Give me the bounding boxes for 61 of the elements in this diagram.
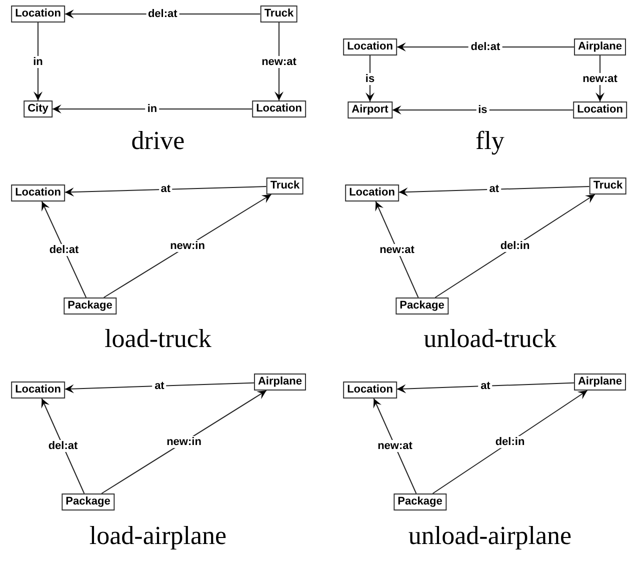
arrow	[375, 201, 419, 298]
edge-label: is	[363, 72, 377, 84]
edge-label: del:at	[47, 244, 81, 256]
arrow	[373, 398, 417, 494]
arrow	[101, 390, 267, 494]
edge-label: new:at	[580, 72, 620, 84]
class-box: Airplane	[254, 374, 306, 390]
arrow	[396, 382, 574, 394]
arrow	[64, 186, 267, 196]
diagram-caption: load-truck	[104, 324, 212, 354]
diagram-caption: fly	[476, 126, 504, 156]
edge-label: new:at	[378, 244, 416, 256]
class-box: Location	[343, 382, 397, 398]
arrow	[103, 194, 272, 298]
arrow	[34, 22, 42, 101]
arrow	[64, 382, 254, 394]
edge-label: new:in	[164, 436, 204, 448]
edge-label: new:at	[376, 440, 414, 452]
class-box: Airplane	[574, 38, 626, 56]
class-box: Truck	[260, 6, 298, 22]
class-box: Location	[11, 184, 65, 202]
class-box: Package	[62, 494, 114, 510]
edge-label: at	[158, 183, 172, 196]
class-box: Package	[396, 298, 448, 314]
class-box: Location	[11, 6, 65, 22]
edge-label: at	[478, 380, 492, 392]
class-box: Location	[345, 184, 399, 202]
edge-label: at	[487, 183, 501, 196]
edge-label: del:in	[493, 436, 527, 448]
diagram-caption: unload-truck	[424, 324, 556, 354]
class-box: Location	[343, 38, 397, 56]
edge-label: at	[152, 380, 166, 392]
class-box: Truck	[589, 178, 627, 194]
edge-label: in	[145, 103, 160, 115]
diagram-caption: unload-airplane	[408, 521, 572, 551]
class-box: Package	[64, 298, 116, 314]
edge-label: in	[31, 56, 45, 68]
edge-label: del:at	[146, 8, 180, 20]
class-box: Location	[252, 100, 306, 118]
edge-label: new:in	[168, 240, 207, 252]
edge-label: del:at	[46, 440, 80, 452]
arrow	[41, 398, 85, 494]
arrow	[398, 186, 590, 196]
class-box: Package	[394, 494, 446, 510]
arrow	[392, 106, 574, 114]
edge-label: new:at	[260, 56, 298, 68]
arrow	[52, 104, 253, 114]
class-box: Airport	[348, 102, 392, 118]
class-box: Airplane	[574, 374, 626, 390]
class-box: City	[24, 100, 52, 118]
class-box: Location	[573, 102, 627, 118]
class-box: Location	[11, 382, 65, 398]
diagram-caption: load-airplane	[89, 521, 227, 551]
arrow	[434, 194, 596, 298]
edge-label: del:in	[498, 240, 532, 252]
edge-label: del:at	[468, 41, 502, 53]
edge-label: is	[476, 104, 490, 116]
arrow	[432, 390, 588, 494]
class-box: Truck	[266, 178, 304, 194]
diagram-caption: drive	[131, 126, 185, 156]
arrow	[41, 201, 87, 298]
